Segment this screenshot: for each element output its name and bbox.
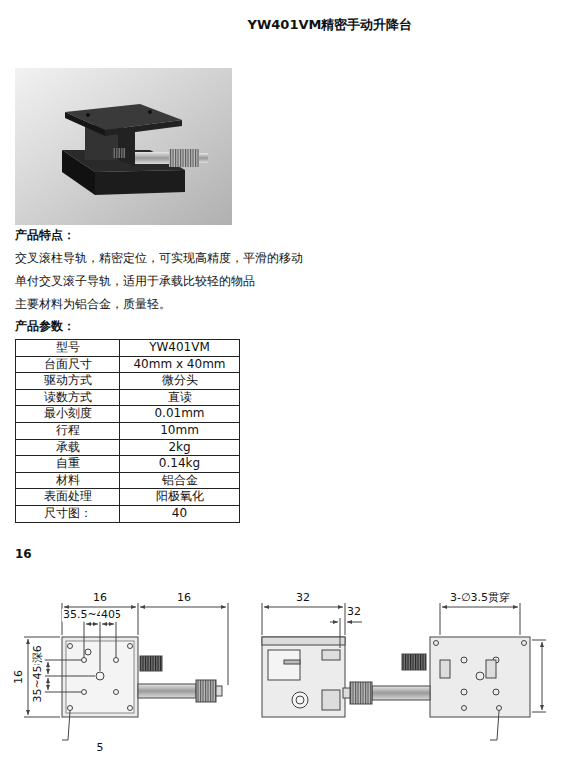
table-cell: 2kg: [119, 439, 240, 457]
front-view: [343, 603, 546, 740]
table-cell: 读数方式: [15, 389, 121, 407]
callout-note: 5: [96, 742, 105, 755]
section-heading: 产品特点：: [15, 229, 75, 243]
section-heading: 16: [15, 548, 32, 562]
feature-text: 交叉滚柱导轨，精密定位，可实现高精度，平滑的移动: [15, 252, 303, 266]
table-cell: 0.14kg: [119, 455, 240, 473]
dimension: 40: [100, 609, 116, 622]
table-cell: 铝合金: [119, 472, 240, 490]
table-cell: 0.01mm: [119, 405, 240, 423]
table-cell: 型号: [15, 339, 121, 357]
dimension: 16: [176, 592, 192, 605]
table-cell: 表面处理: [15, 488, 121, 506]
table-cell: 承载: [15, 439, 121, 457]
table-cell: 驱动方式: [15, 372, 121, 390]
side-view: [262, 603, 362, 717]
page-title: YW401VM精密手动升降台: [248, 18, 413, 33]
product-photo: [15, 68, 232, 225]
table-cell: 行程: [15, 422, 121, 440]
table-cell: 阳极氧化: [119, 488, 240, 506]
feature-text: 主要材料为铝合金，质量轻。: [15, 298, 171, 312]
dimension: 16: [92, 592, 108, 605]
section-heading: 产品参数：: [15, 320, 75, 334]
table-cell: 最小刻度: [15, 405, 121, 423]
dimension: 3-∅3.5贯穿: [449, 592, 511, 605]
dimension: 16: [13, 669, 26, 685]
feature-text: 单付交叉滚子导轨，适用于承载比较轻的物品: [15, 275, 255, 289]
dimension: 35~45: [32, 664, 45, 703]
top-view: [24, 603, 228, 740]
dimension: 32: [295, 592, 311, 605]
table-cell: 自重: [15, 455, 121, 473]
table-cell: 10mm: [119, 422, 240, 440]
table-cell: 直读: [119, 389, 240, 407]
table-cell: 40: [119, 505, 240, 523]
table-cell: 40mm x 40mm: [119, 356, 240, 374]
table-cell: YW401VM: [119, 339, 240, 357]
table-cell: 材料: [15, 472, 121, 490]
table-cell: 尺寸图：: [15, 505, 121, 523]
table-cell: 台面尺寸: [15, 356, 121, 374]
table-cell: 微分头: [119, 372, 240, 390]
dimension: 32: [346, 606, 362, 619]
